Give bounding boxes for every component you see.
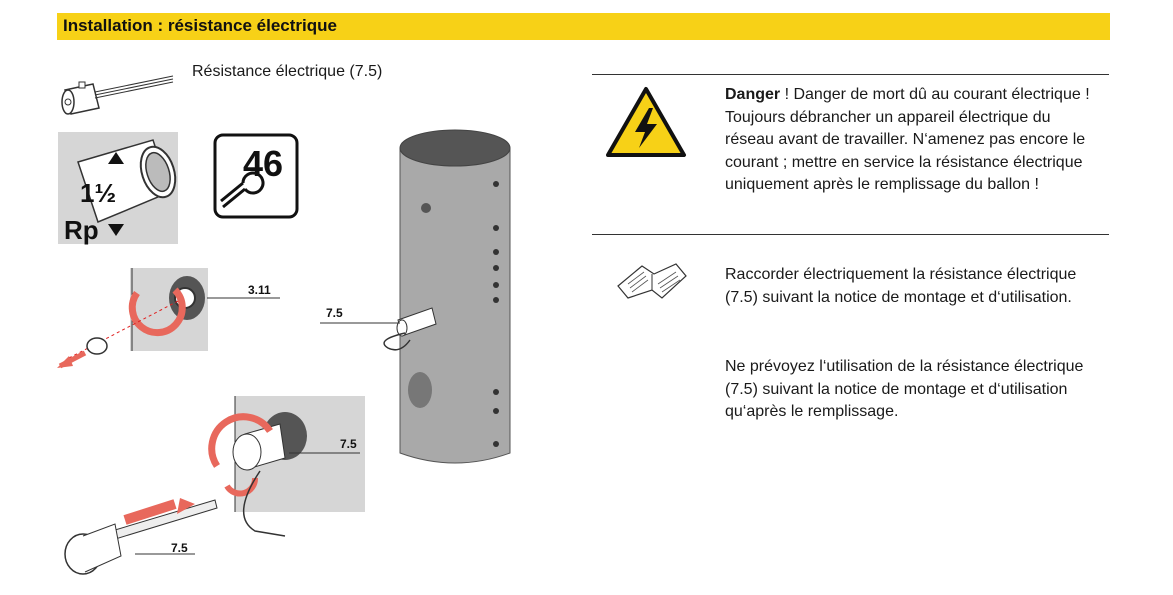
heater-tank-label: 7.5 xyxy=(326,306,343,320)
danger-notice: Danger ! Danger de mort dû au courant él… xyxy=(725,84,1100,197)
flange-label: 3.11 xyxy=(248,283,271,297)
storage-tank-illustration xyxy=(320,129,511,464)
open-manual-icon xyxy=(617,263,687,299)
high-voltage-warning-icon xyxy=(606,87,686,157)
section-title: Installation : résistance électrique xyxy=(63,16,337,35)
danger-text: ! Danger de mort dû au courant électriqu… xyxy=(725,86,1090,193)
wrench-size-label: 46 xyxy=(243,143,284,184)
rule-middle xyxy=(592,234,1109,235)
heater-caption: Résistance électrique (7.5) xyxy=(192,63,383,80)
heater-insert-label: 7.5 xyxy=(171,541,188,555)
connection-instruction: Raccorder électriquement la résistance é… xyxy=(725,266,1077,306)
thread-size-label: 1½ xyxy=(80,178,117,208)
wrench-icon xyxy=(213,133,299,219)
thread-fitting-illustration xyxy=(58,132,178,244)
usage-instruction: Ne prévoyez l‘utilisation de la résistan… xyxy=(725,358,1084,420)
heater-mounting-illustration xyxy=(64,396,365,575)
section-header: Installation : résistance électrique xyxy=(57,13,1110,40)
thread-type-label: Rp xyxy=(64,215,99,245)
danger-label: Danger xyxy=(725,86,781,103)
heater-element-icon xyxy=(61,75,174,115)
heater-mounted-label: 7.5 xyxy=(340,437,357,451)
rule-top xyxy=(592,74,1109,75)
flange-removal-illustration xyxy=(57,268,280,369)
